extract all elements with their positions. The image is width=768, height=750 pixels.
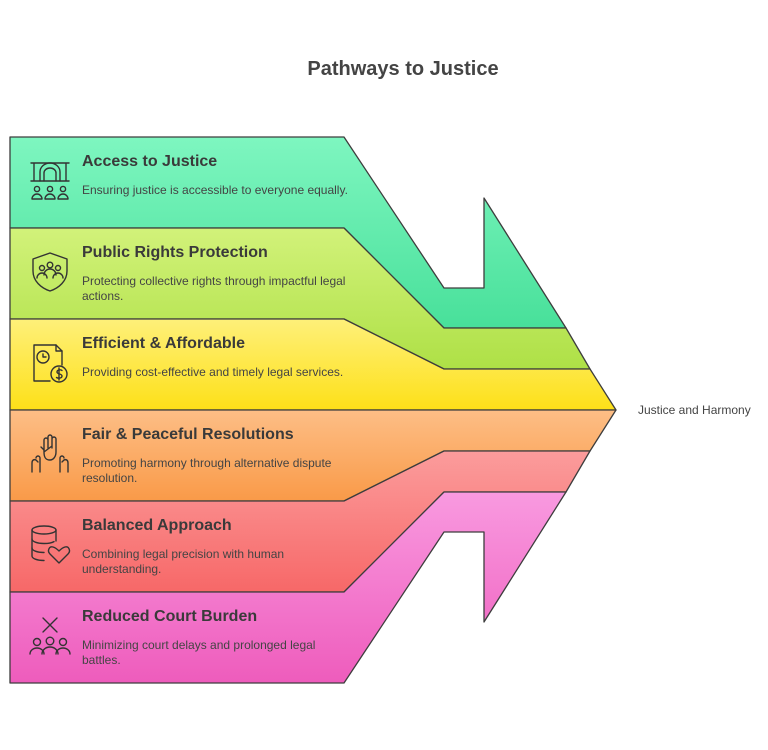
item-description: Combining legal precision with human und… <box>82 547 285 576</box>
item-description: Promoting harmony through alternative di… <box>82 456 332 485</box>
item-title: Access to Justice <box>82 153 218 170</box>
pathway-item-fair-peaceful-resolutions: Fair & Peaceful Resolutions Promoting ha… <box>10 410 350 501</box>
item-description: Ensuring justice is accessible to everyo… <box>82 183 348 197</box>
raised-hands-icon <box>28 432 72 476</box>
pathway-item-access-to-justice: Access to Justice Ensuring justice is ac… <box>10 137 350 228</box>
band-reduced-court-burden <box>9 491 567 684</box>
item-title: Fair & Peaceful Resolutions <box>82 426 294 443</box>
item-title: Reduced Court Burden <box>82 608 258 625</box>
item-title: Balanced Approach <box>82 517 232 534</box>
cross-people-icon <box>28 614 72 658</box>
item-description: Minimizing court delays and prolonged le… <box>82 638 316 667</box>
pathway-item-reduced-court-burden: Reduced Court Burden Minimizing court de… <box>10 592 350 683</box>
pathway-item-balanced-approach: Balanced Approach Combining legal precis… <box>10 501 350 592</box>
item-description: Protecting collective rights through imp… <box>82 274 346 303</box>
item-title: Efficient & Affordable <box>82 335 245 352</box>
shield-people-icon <box>28 250 72 294</box>
document-clock-dollar-icon <box>28 341 72 385</box>
item-description: Providing cost-effective and timely lega… <box>82 365 344 379</box>
stack-heart-icon <box>28 523 72 567</box>
pathway-item-public-rights-protection: Public Rights Protection Protecting coll… <box>10 228 350 319</box>
outcome-label: Justice and Harmony <box>638 403 751 417</box>
item-title: Public Rights Protection <box>82 244 268 261</box>
pathway-item-efficient-affordable: Efficient & Affordable Providing cost-ef… <box>10 319 350 410</box>
courthouse-people-icon <box>28 159 72 203</box>
diagram-title: Pathways to Justice <box>307 58 499 80</box>
